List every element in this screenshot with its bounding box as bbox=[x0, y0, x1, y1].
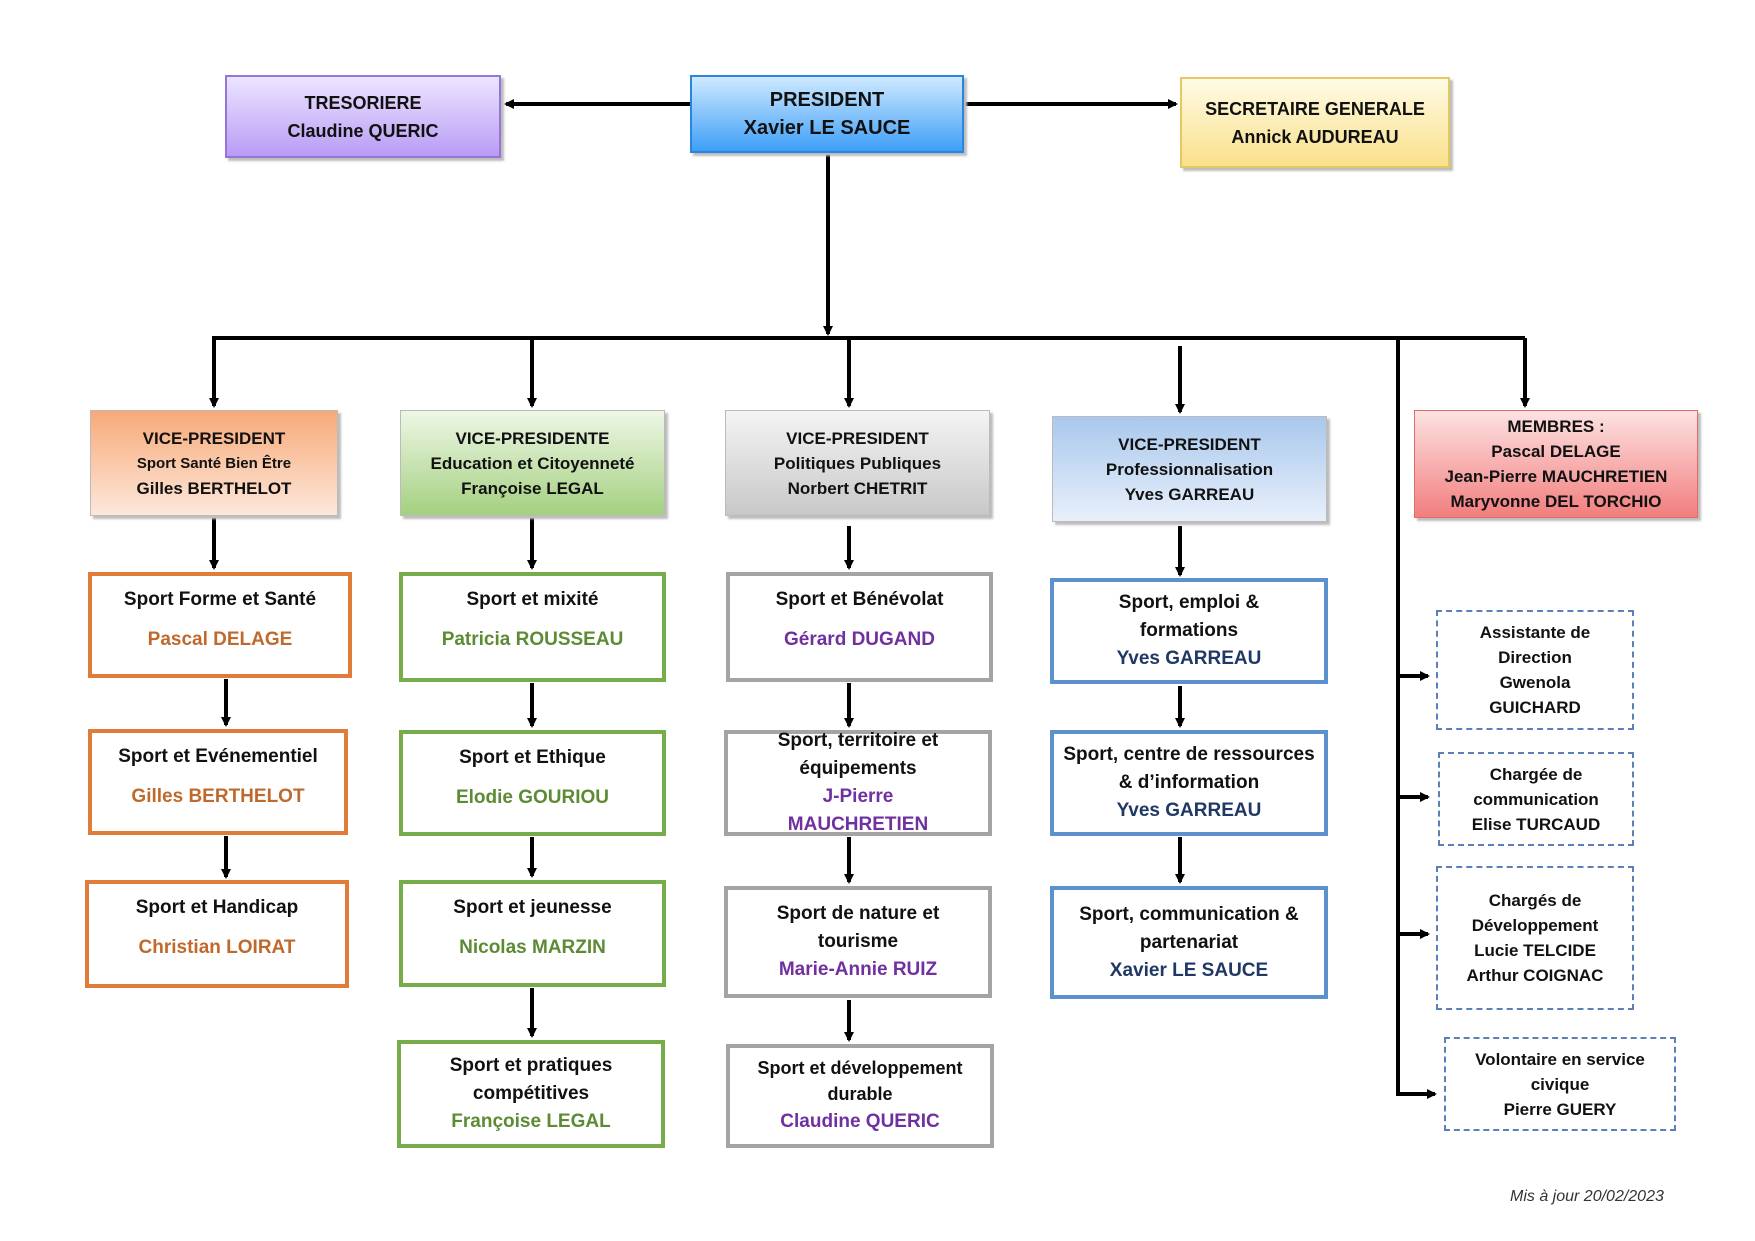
commission-person: Elodie GOURIOU bbox=[455, 787, 610, 808]
commission-title: Sport, emploi & formations bbox=[1118, 592, 1260, 641]
staff-box: Assistante de Direction Gwenola GUICHARD bbox=[1436, 610, 1634, 730]
president-name: Xavier LE SAUCE bbox=[743, 117, 911, 139]
vp-area: Professionnalisation bbox=[1105, 459, 1274, 479]
commission-person: Marie-Annie RUIZ bbox=[778, 959, 938, 980]
commission-title: Sport, centre de ressources & d’informat… bbox=[1063, 744, 1315, 793]
commission-person: Patricia ROUSSEAU bbox=[441, 629, 624, 650]
commission-title: Sport et Ethique bbox=[459, 747, 606, 768]
commission-person: Xavier LE SAUCE bbox=[1109, 959, 1269, 981]
membres-title: MEMBRES : bbox=[1507, 417, 1605, 436]
commission-title: Sport et développement durable bbox=[757, 1058, 963, 1104]
commission-title: Sport et Handicap bbox=[135, 897, 299, 918]
staff-name: Arthur COIGNAC bbox=[1466, 966, 1604, 985]
tresoriere-box: TRESORIERE Claudine QUERIC bbox=[225, 75, 501, 158]
staff-role: Assistante de Direction bbox=[1479, 623, 1591, 667]
vp-box-1: VICE-PRESIDENT Sport Santé Bien Être Gil… bbox=[90, 410, 338, 516]
membre-name: Maryvonne DEL TORCHIO bbox=[1450, 492, 1662, 511]
commission-card: Sport et Handicap Christian LOIRAT bbox=[85, 880, 349, 988]
vp-box-3: VICE-PRESIDENT Politiques Publiques Norb… bbox=[725, 410, 990, 516]
commission-person: Yves GARREAU bbox=[1116, 648, 1262, 669]
vp-name: Yves GARREAU bbox=[1124, 484, 1255, 504]
commission-person: Claudine QUERIC bbox=[780, 1111, 940, 1132]
staff-name: Lucie TELCIDE bbox=[1474, 941, 1596, 960]
staff-box: Volontaire en service civique Pierre GUE… bbox=[1444, 1037, 1676, 1131]
commission-card: Sport, centre de ressources & d’informat… bbox=[1050, 730, 1328, 836]
secretaire-box: SECRETAIRE GENERALE Annick AUDUREAU bbox=[1180, 77, 1450, 168]
staff-name: Elise TURCAUD bbox=[1471, 814, 1601, 834]
commission-person: Christian LOIRAT bbox=[138, 937, 296, 958]
commission-title: Sport et Evénementiel bbox=[118, 746, 318, 767]
vp-area: Sport Santé Bien Être bbox=[136, 454, 292, 472]
staff-box: Chargée de communication Elise TURCAUD bbox=[1438, 752, 1634, 846]
vp-name: Gilles BERTHELOT bbox=[136, 478, 292, 498]
commission-card: Sport et jeunesse Nicolas MARZIN bbox=[399, 880, 666, 987]
commission-person: Gérard DUGAND bbox=[784, 629, 935, 650]
commission-card: Sport et Evénementiel Gilles BERTHELOT bbox=[88, 729, 348, 835]
commission-card: Sport et mixité Patricia ROUSSEAU bbox=[399, 572, 666, 682]
commission-title: Sport et jeunesse bbox=[453, 897, 612, 918]
tresoriere-name: Claudine QUERIC bbox=[287, 120, 439, 141]
staff-role: Chargés de Développement bbox=[1471, 891, 1599, 935]
president-role: PRESIDENT bbox=[769, 89, 885, 111]
commission-person: Gilles BERTHELOT bbox=[131, 786, 305, 807]
commission-card: Sport et pratiques compétitives François… bbox=[397, 1040, 665, 1148]
commission-title: Sport, communication & partenariat bbox=[1079, 903, 1299, 953]
commission-card: Sport et Bénévolat Gérard DUGAND bbox=[726, 572, 993, 682]
vp-box-2: VICE-PRESIDENTE Education et Citoyenneté… bbox=[400, 410, 665, 516]
vp-name: Françoise LEGAL bbox=[461, 478, 604, 498]
commission-person: Françoise LEGAL bbox=[451, 1111, 611, 1132]
vp-area: Politiques Publiques bbox=[773, 453, 942, 473]
commission-person: J-Pierre MAUCHRETIEN bbox=[787, 786, 929, 835]
commission-card: Sport, territoire et équipements J-Pierr… bbox=[724, 730, 992, 836]
commission-card: Sport de nature et tourisme Marie-Annie … bbox=[724, 886, 992, 998]
commission-title: Sport et mixité bbox=[466, 589, 599, 610]
secretaire-role: SECRETAIRE GENERALE bbox=[1205, 98, 1425, 119]
vp-area: Education et Citoyenneté bbox=[430, 453, 635, 473]
commission-card: Sport, communication & partenariat Xavie… bbox=[1050, 886, 1328, 999]
staff-name: Pierre GUERY bbox=[1503, 1099, 1617, 1119]
commission-person: Pascal DELAGE bbox=[147, 629, 293, 650]
staff-name: Gwenola GUICHARD bbox=[1489, 673, 1581, 717]
commission-title: Sport et Bénévolat bbox=[775, 589, 944, 610]
vp-name: Norbert CHETRIT bbox=[787, 478, 928, 498]
membre-name: Pascal DELAGE bbox=[1491, 442, 1621, 461]
commission-card: Sport Forme et Santé Pascal DELAGE bbox=[88, 572, 352, 678]
commission-card: Sport et Ethique Elodie GOURIOU bbox=[399, 730, 666, 836]
president-box: PRESIDENT Xavier LE SAUCE bbox=[690, 75, 964, 153]
vp-role: VICE-PRESIDENT bbox=[786, 428, 929, 448]
membre-name: Jean-Pierre MAUCHRETIEN bbox=[1444, 467, 1668, 486]
commission-title: Sport, territoire et équipements bbox=[777, 730, 939, 779]
staff-role: Volontaire en service civique bbox=[1475, 1049, 1645, 1094]
commission-title: Sport de nature et tourisme bbox=[776, 903, 940, 952]
tresoriere-role: TRESORIERE bbox=[304, 92, 422, 113]
staff-box: Chargés de Développement Lucie TELCIDE A… bbox=[1436, 866, 1634, 1010]
commission-person: Nicolas MARZIN bbox=[459, 937, 606, 958]
vp-role: VICE-PRESIDENT bbox=[1118, 434, 1261, 454]
commission-card: Sport et développement durable Claudine … bbox=[726, 1044, 994, 1148]
vp-box-4: VICE-PRESIDENT Professionnalisation Yves… bbox=[1052, 416, 1327, 522]
commission-card: Sport, emploi & formations Yves GARREAU bbox=[1050, 578, 1328, 684]
commission-title: Sport Forme et Santé bbox=[123, 589, 317, 610]
update-date: Mis à jour 20/02/2023 bbox=[1510, 1188, 1664, 1205]
commission-person: Yves GARREAU bbox=[1116, 800, 1262, 821]
vp-role: VICE-PRESIDENTE bbox=[455, 428, 610, 448]
secretaire-name: Annick AUDUREAU bbox=[1231, 126, 1399, 147]
staff-role: Chargée de communication bbox=[1473, 764, 1599, 809]
commission-title: Sport et pratiques compétitives bbox=[449, 1055, 613, 1104]
vp-role: VICE-PRESIDENT bbox=[142, 428, 286, 448]
membres-box: MEMBRES : Pascal DELAGE Jean-Pierre MAUC… bbox=[1414, 410, 1698, 518]
